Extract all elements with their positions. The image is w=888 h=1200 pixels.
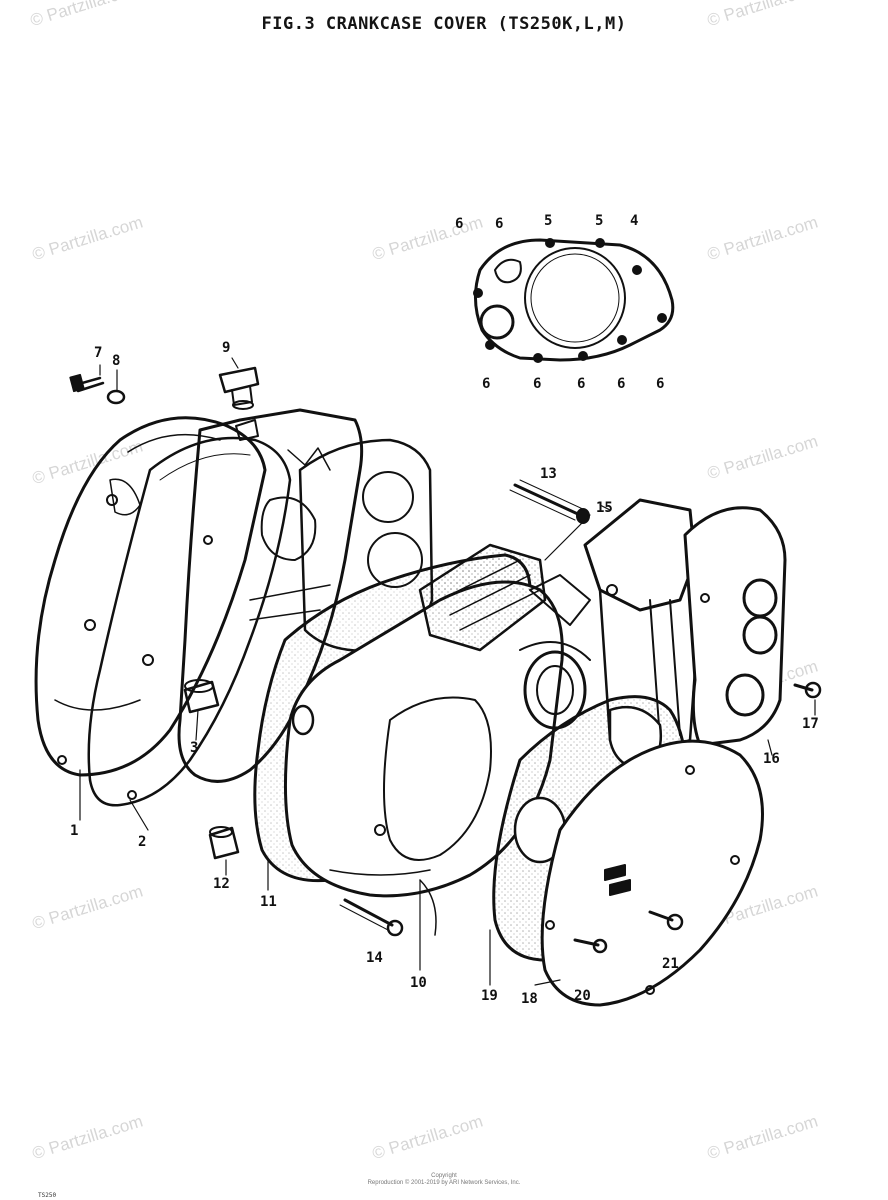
filler-plug-9: [218, 366, 260, 410]
crankcase-inner-body: [177, 408, 434, 783]
part-label: 6: [656, 376, 664, 392]
screw-13: [509, 479, 590, 524]
part-label: 6: [495, 216, 503, 232]
dowel-3: [183, 679, 220, 714]
part-label: 4: [630, 213, 638, 229]
part-label: 7: [94, 345, 102, 361]
screw-17: [793, 681, 822, 699]
part-label: 5: [544, 213, 552, 229]
part-label: 18: [521, 991, 538, 1007]
part-label: 5: [595, 213, 603, 229]
part-label: 10: [410, 975, 427, 991]
rotor-assembly: [418, 543, 591, 730]
part-label: 6: [455, 216, 463, 232]
inset-cover-gasket: [473, 238, 675, 363]
part-label: 8: [112, 353, 120, 369]
part-label: 16: [763, 751, 780, 767]
dowel-12: [208, 826, 240, 860]
part-label: 21: [662, 956, 679, 972]
bolt-7: [69, 373, 105, 393]
part-label: 11: [260, 894, 277, 910]
part-label: 6: [533, 376, 541, 392]
figure-title: FIG.3 CRANKCASE COVER (TS250K,L,M): [261, 14, 627, 34]
screw-21: [648, 910, 684, 931]
leader-lines: [79, 357, 816, 986]
part-label: 6: [617, 376, 625, 392]
part-label: 12: [213, 876, 230, 892]
part-label: 20: [574, 988, 591, 1004]
part-label: 13: [540, 466, 557, 482]
copyright-line: Reproduction © 2001-2019 by ARI Network …: [367, 1180, 521, 1186]
sprocket-cover-16: [683, 506, 787, 747]
part-label: 9: [222, 340, 230, 356]
copyright-footer: Copyright Reproduction © 2001-2019 by AR…: [0, 1173, 888, 1187]
part-label: 15: [596, 500, 613, 516]
cover-gasket-2: [87, 436, 292, 807]
part-label: 2: [138, 834, 146, 850]
part-label: 19: [481, 988, 498, 1004]
part-label: 14: [366, 950, 383, 966]
washer-8: [106, 389, 126, 405]
part-label: 17: [802, 716, 819, 732]
copyright-line: Copyright: [431, 1173, 457, 1179]
screw-20: [573, 938, 608, 954]
part-label: 1: [70, 823, 78, 839]
outer-cover-18: [540, 739, 764, 1007]
corner-code: TS250: [38, 1192, 57, 1199]
bolt-14: [339, 898, 404, 937]
part-label: 3: [190, 740, 198, 756]
part-label: 6: [482, 376, 490, 392]
part-labels: 1 2 3 4 5 5 6 6 6 6 6 6 6 7 8 9 10 11 12…: [70, 213, 819, 1007]
part-label: 6: [577, 376, 585, 392]
